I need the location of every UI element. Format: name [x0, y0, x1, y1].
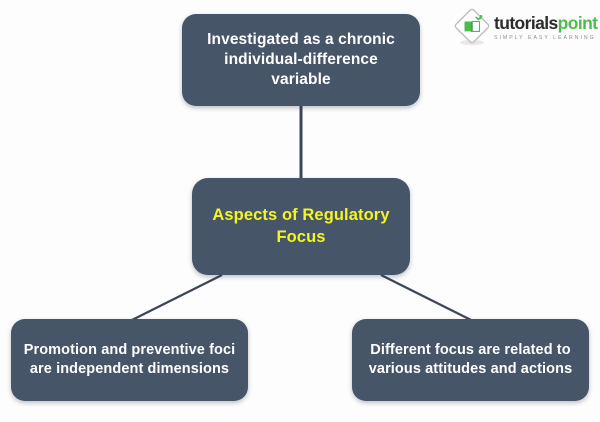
- connector-center-to-bottom-left: [131, 274, 223, 321]
- node-bottom-left[interactable]: Promotion and preventive foci are indepe…: [11, 319, 248, 401]
- node-center-label: Aspects of Regulatory Focus: [212, 206, 390, 246]
- logo-text-wrap: tutorialspoint SIMPLY EASY LEARNING: [494, 13, 598, 41]
- node-center[interactable]: Aspects of Regulatory Focus: [192, 178, 410, 275]
- logo-tagline: SIMPLY EASY LEARNING: [494, 34, 596, 41]
- tutorialspoint-logo: tutorialspoint SIMPLY EASY LEARNING: [452, 8, 598, 48]
- node-bottom-right-label: Different focus are related to various a…: [368, 342, 573, 377]
- node-top[interactable]: Investigated as a chronic individual-dif…: [182, 14, 420, 106]
- node-top-label: Investigated as a chronic individual-dif…: [207, 31, 395, 88]
- logo-wordmark: tutorialspoint: [494, 13, 598, 34]
- diamond-book-icon: [454, 8, 490, 46]
- connector-center-to-bottom-right: [380, 274, 472, 321]
- node-bottom-left-label: Promotion and preventive foci are indepe…: [23, 342, 236, 377]
- logo-word-primary: tutorials: [494, 13, 558, 34]
- node-bottom-right[interactable]: Different focus are related to various a…: [352, 319, 589, 401]
- logo-word-secondary: point: [557, 13, 598, 34]
